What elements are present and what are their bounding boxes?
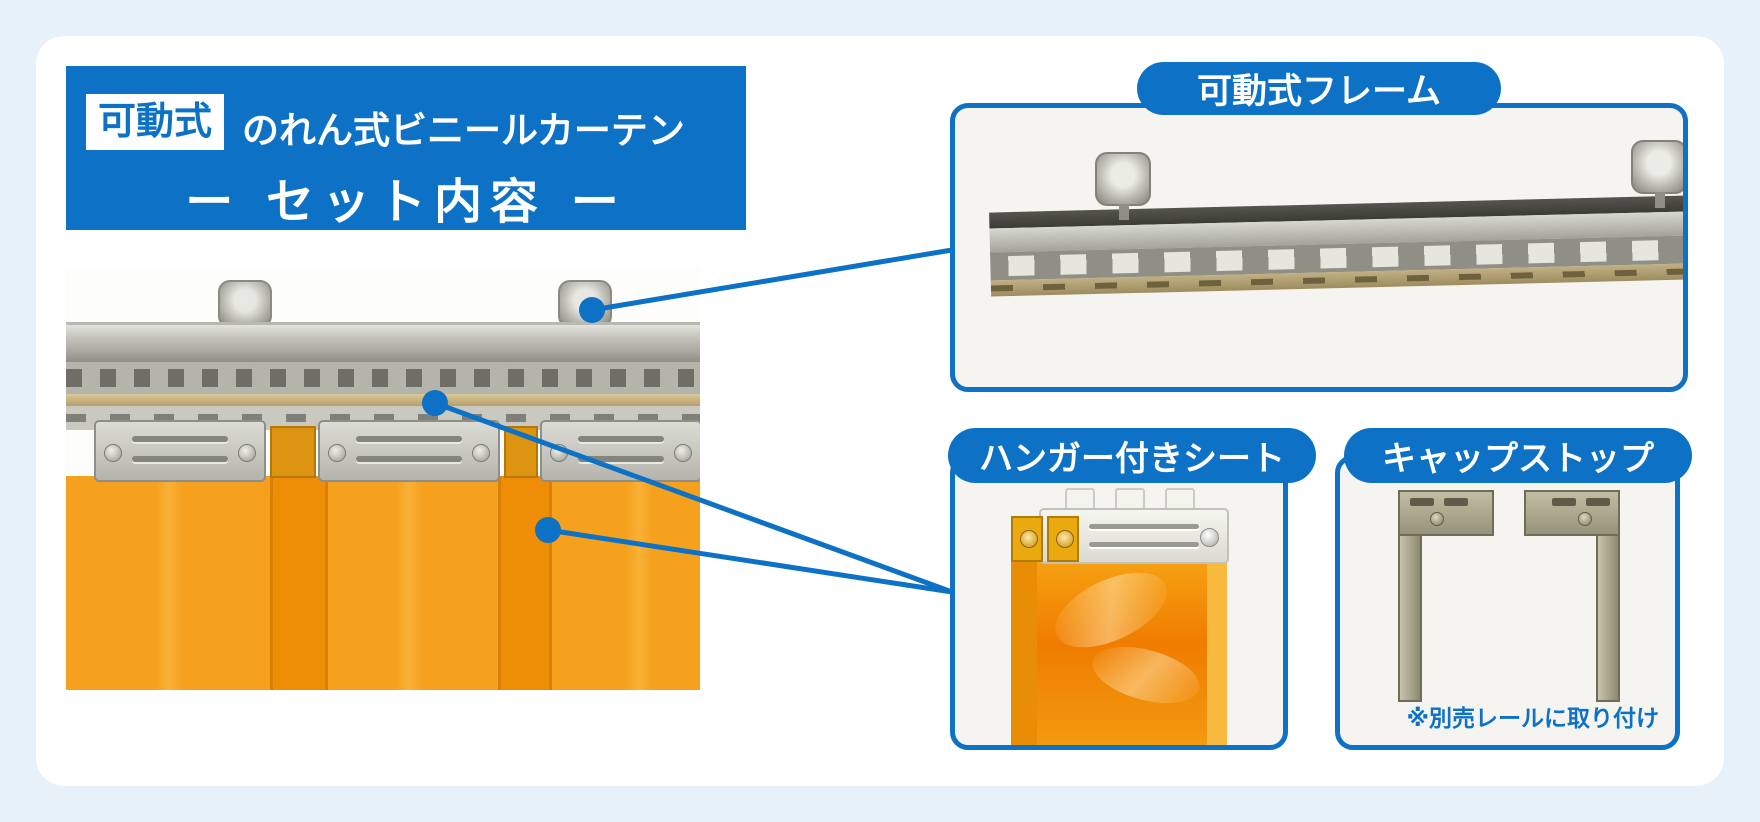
frame-rail [989, 195, 1683, 297]
set-contents-subtitle: ー セット内容 ー [185, 174, 627, 230]
trolley-roller-right [558, 280, 612, 342]
trolley-roller [1631, 140, 1683, 208]
curtain-overlap-band [498, 476, 552, 690]
rail-brass-strip [66, 394, 700, 406]
rail-slot-row [66, 362, 700, 394]
product-title: のれん式ビニールカーテン [242, 109, 685, 152]
curtain-assembly-photo [66, 268, 700, 690]
movable-type-badge: 可動式 [86, 94, 225, 150]
hanger-sheet-label: ハンガー付きシート [948, 428, 1316, 483]
orange-tab [270, 426, 316, 478]
movable-frame-panel [950, 103, 1688, 392]
vinyl-sheet [1011, 557, 1227, 745]
orange-tab [504, 426, 538, 478]
trolley-roller [1095, 152, 1151, 220]
hanger-hook [1115, 488, 1145, 510]
clamp-piece [1047, 516, 1079, 562]
movable-frame-label: 可動式フレーム [1137, 62, 1501, 115]
trolley-roller-left [218, 280, 272, 342]
cap-stop-bracket-left [1398, 490, 1494, 536]
header-box: 可動式 のれん式ビニールカーテン ー セット内容 ー [66, 66, 746, 230]
vinyl-curtain [66, 476, 700, 690]
cap-stop-label: キャップストップ [1344, 428, 1692, 483]
curtain-overlap-band [270, 476, 328, 690]
hanger-sheet-panel [950, 455, 1288, 750]
hanger-hook [1065, 488, 1095, 510]
hanger-plate [540, 420, 700, 482]
hanger-hook [1165, 488, 1195, 510]
hanger-plate [318, 420, 500, 482]
hanger-plate [94, 420, 266, 482]
clamp-piece [1011, 516, 1043, 562]
cap-stop-panel: ※別売レールに取り付け [1335, 455, 1680, 750]
rail-bar [66, 322, 700, 362]
cap-stop-note: ※別売レールに取り付け [1406, 706, 1659, 732]
cap-stop-bracket-right [1524, 490, 1620, 536]
